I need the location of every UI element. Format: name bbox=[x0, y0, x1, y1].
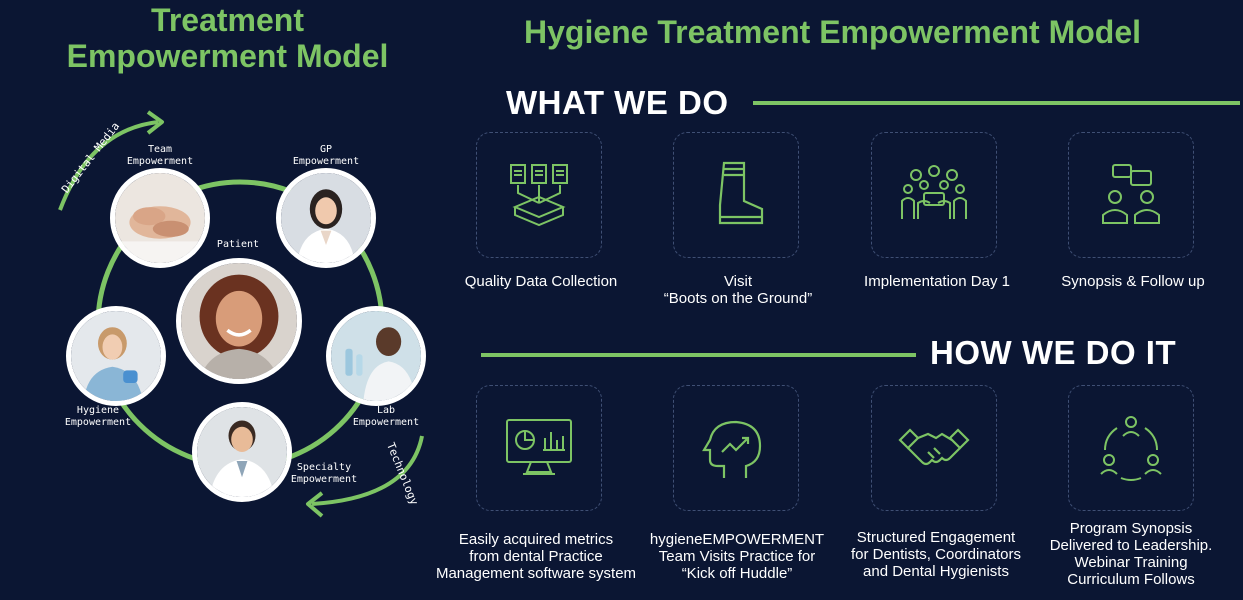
lab-photo bbox=[326, 306, 426, 406]
caption-program: Program Synopsis Delivered to Leadership… bbox=[1049, 520, 1213, 588]
card-engagement bbox=[871, 385, 997, 511]
center-label: Patient bbox=[216, 239, 260, 250]
handshake-icon bbox=[898, 428, 970, 466]
card-quality-data bbox=[476, 132, 602, 258]
empowerment-diagram: Digital Media Technology Team Empowermen… bbox=[0, 100, 460, 600]
caption-synopsis: Synopsis & Follow up bbox=[1061, 273, 1205, 290]
left-title-line-1: Treatment bbox=[151, 2, 304, 38]
cycle-people-icon bbox=[1100, 416, 1162, 481]
digital-media-arc bbox=[58, 120, 159, 211]
left-title-line-2: Empowerment Model bbox=[66, 38, 389, 74]
caption-quality-data: Quality Data Collection bbox=[464, 273, 618, 290]
card-program bbox=[1068, 385, 1194, 511]
hygiene-photo bbox=[66, 306, 166, 406]
how-we-do-it-divider bbox=[481, 353, 916, 357]
gp-photo bbox=[276, 168, 376, 268]
head-growth-icon bbox=[702, 420, 762, 478]
team-photo bbox=[110, 168, 210, 268]
what-we-do-heading: WHAT WE DO bbox=[506, 84, 729, 121]
digital-media-arrowhead bbox=[146, 110, 164, 135]
caption-implementation: Implementation Day 1 bbox=[864, 273, 1010, 290]
documents-tray-icon bbox=[510, 164, 568, 227]
card-synopsis bbox=[1068, 132, 1194, 258]
technology-arc bbox=[311, 435, 424, 506]
card-visit bbox=[673, 132, 799, 258]
caption-visit: Visit “Boots on the Ground” bbox=[663, 273, 813, 307]
how-we-do-it-heading: HOW WE DO IT bbox=[930, 334, 1177, 371]
specialty-label: Specialty Empowerment bbox=[290, 462, 358, 485]
team-label: Team Empowerment bbox=[126, 144, 194, 167]
lab-label: Lab Empowerment bbox=[352, 405, 420, 428]
boot-icon bbox=[718, 161, 764, 225]
discussion-icon bbox=[1102, 164, 1160, 224]
technology-arrowhead bbox=[306, 491, 324, 518]
what-we-do-divider bbox=[753, 101, 1240, 105]
card-metrics bbox=[476, 385, 602, 511]
patient-photo bbox=[176, 258, 302, 384]
left-title: Treatment Empowerment Model bbox=[20, 2, 435, 74]
main-title: Hygiene Treatment Empowerment Model bbox=[523, 14, 1141, 50]
team-meeting-icon bbox=[901, 165, 967, 219]
caption-metrics: Easily acquired metrics from dental Prac… bbox=[435, 531, 637, 582]
hygiene-label: Hygiene Empowerment bbox=[64, 405, 132, 428]
card-huddle bbox=[673, 385, 799, 511]
specialty-photo bbox=[192, 402, 292, 502]
caption-engagement: Structured Engagement for Dentists, Coor… bbox=[850, 529, 1022, 580]
gp-label: GP Empowerment bbox=[292, 144, 360, 167]
card-implementation bbox=[871, 132, 997, 258]
caption-huddle: hygieneEMPOWERMENT Team Visits Practice … bbox=[649, 531, 825, 582]
monitor-metrics-icon bbox=[506, 419, 572, 475]
